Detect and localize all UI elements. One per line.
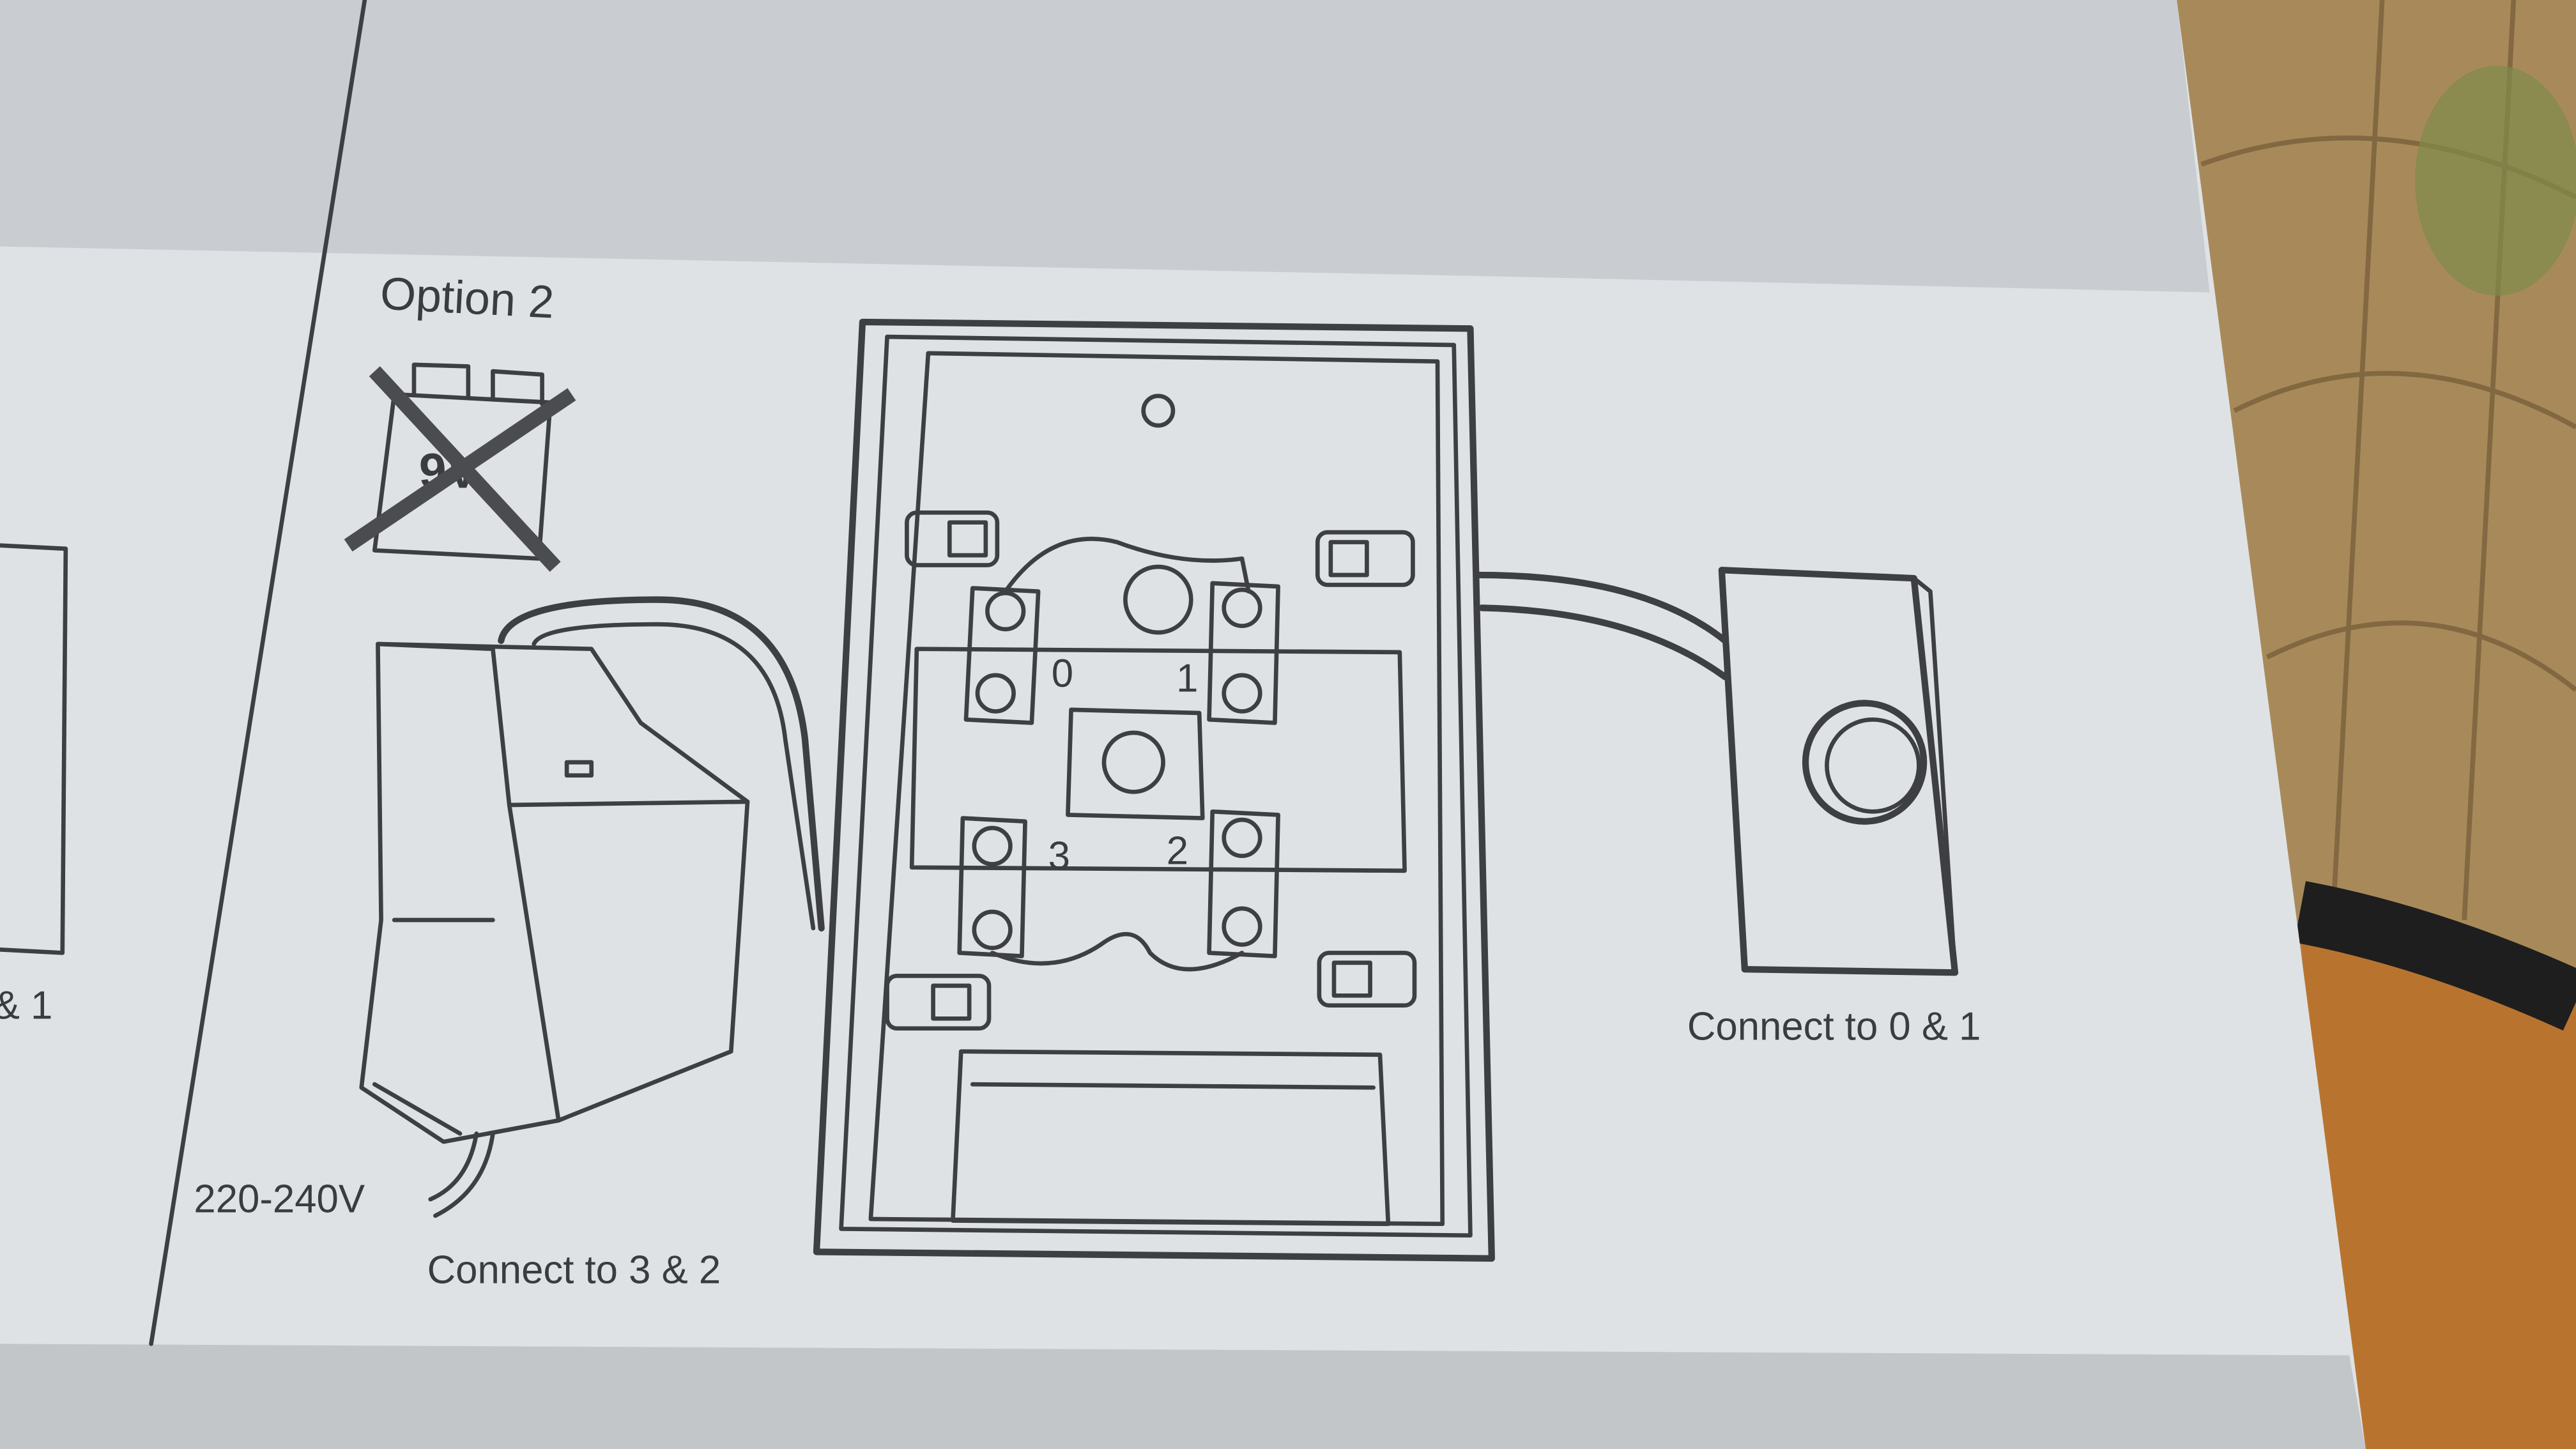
- rug-pattern: [2200, 0, 2576, 921]
- option-heading: Option 2: [379, 268, 555, 328]
- wood-floor: [2300, 920, 2576, 1449]
- internal-wire: [1003, 537, 1251, 594]
- bell-push-cable: [1475, 571, 1729, 680]
- mounting-slots: [885, 510, 1417, 1031]
- internal-wire: [990, 931, 1245, 972]
- rug-green-patch: [2415, 65, 2576, 296]
- terminal-label-2: 2: [1167, 829, 1188, 873]
- previous-panel-caption: & 1: [0, 983, 52, 1027]
- terminal-label-0: 0: [1052, 652, 1073, 696]
- transformer-caption: Connect to 3 & 2: [427, 1248, 721, 1292]
- mounting-hole: [1141, 394, 1176, 428]
- transformer-voltage-label: 220-240V: [194, 1177, 365, 1222]
- chime-unit-drawing: 0 1 3 2: [813, 318, 1496, 1262]
- no-battery-icon: 9V: [344, 362, 576, 572]
- terminal-label-1: 1: [1176, 657, 1198, 701]
- paper-bottom-band: [0, 1344, 2366, 1449]
- paper-top-band: [0, 0, 2210, 293]
- transformer-icon: [359, 596, 825, 1218]
- push-button-caption: Connect to 0 & 1: [1687, 1005, 1981, 1049]
- rug-edge-binding: [2294, 881, 2576, 1031]
- terminal-screws: [957, 581, 1280, 958]
- panel-divider-line: [149, 0, 367, 1346]
- terminal-label-3: 3: [1048, 834, 1070, 878]
- bell-push-button-drawing: [1718, 567, 1959, 976]
- previous-panel-button-outline: [0, 543, 68, 955]
- cross-line: [344, 388, 576, 552]
- cable-entry-hole: [1123, 564, 1193, 635]
- chime-bar-housing: [951, 1049, 1391, 1227]
- paper-sheet: [0, 0, 2366, 1449]
